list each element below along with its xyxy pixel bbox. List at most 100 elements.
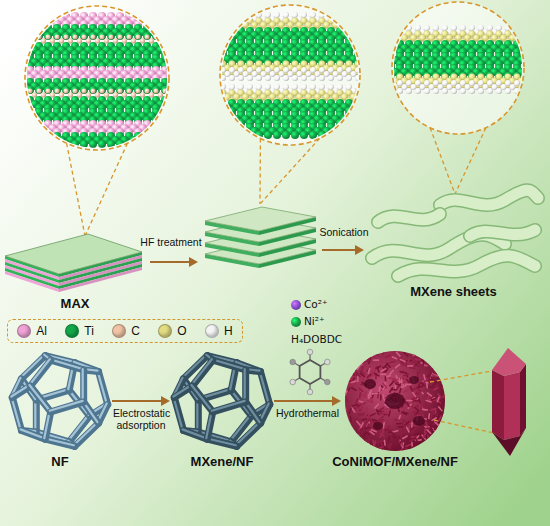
atom (193, 98, 200, 105)
zoom-circle (25, 6, 169, 150)
atom (283, 12, 289, 18)
atom (5, 93, 10, 98)
atom (175, 112, 183, 120)
atom (17, 86, 25, 94)
atom (98, 140, 106, 148)
atom (188, 132, 196, 140)
atom (265, 67, 271, 73)
atom (184, 112, 192, 120)
atom (387, 60, 395, 68)
atom (363, 47, 371, 55)
atom (224, 115, 232, 123)
atom (369, 52, 377, 60)
atom (373, 61, 380, 68)
atom (373, 69, 380, 76)
atom (89, 32, 97, 40)
atom (176, 39, 181, 44)
atom (523, 33, 529, 39)
atom (541, 33, 547, 39)
atom (31, 136, 39, 144)
atom (23, 39, 28, 44)
atom (531, 52, 539, 60)
atom (8, 128, 16, 136)
atom (361, 39, 368, 46)
atom (181, 89, 186, 94)
atom (8, 62, 16, 70)
atom (17, 120, 25, 128)
atom (540, 40, 548, 48)
atom (163, 89, 168, 94)
atom (161, 132, 169, 140)
atom (35, 128, 43, 136)
atom (8, 86, 16, 94)
atom (536, 56, 544, 64)
atom (315, 71, 321, 77)
atom (107, 86, 115, 94)
atom (496, 88, 502, 94)
atom (134, 86, 142, 94)
atom (26, 32, 34, 40)
atom (337, 84, 343, 90)
atom (17, 78, 25, 86)
atom (8, 50, 16, 58)
atom (175, 28, 183, 36)
atom (233, 22, 240, 29)
atom (0, 74, 7, 82)
atom (365, 56, 373, 64)
atom (197, 31, 205, 39)
atom (13, 100, 21, 108)
atom (359, 31, 367, 39)
atom (233, 127, 241, 135)
atom (8, 24, 16, 32)
atom (202, 84, 208, 90)
atom (532, 25, 538, 31)
atom (188, 54, 196, 62)
atom (220, 18, 227, 25)
atom (210, 35, 218, 43)
atom (350, 127, 358, 135)
atom (188, 12, 196, 20)
atom (179, 104, 187, 112)
atom (55, 35, 60, 40)
atom (166, 100, 174, 108)
atom (510, 84, 516, 90)
atom (50, 93, 55, 98)
atom (0, 128, 7, 136)
atom (377, 43, 385, 51)
atom (14, 93, 19, 98)
atom (210, 51, 218, 59)
atom (143, 86, 151, 94)
atom (346, 67, 352, 73)
atom (442, 25, 448, 31)
atom (175, 82, 183, 90)
atom (274, 75, 280, 81)
atom (438, 84, 444, 90)
atom (359, 55, 367, 63)
atom (201, 47, 209, 55)
atom (363, 39, 371, 47)
atom (175, 16, 183, 24)
atom (201, 39, 209, 47)
atom (354, 123, 362, 131)
atom (368, 115, 376, 123)
atom (8, 20, 16, 28)
atom (219, 27, 227, 35)
atom (373, 84, 379, 90)
atom (170, 42, 178, 50)
atom (172, 35, 177, 40)
atom (415, 25, 421, 31)
atom (282, 131, 290, 139)
atom (382, 90, 389, 97)
atom (531, 64, 539, 72)
atom (170, 66, 178, 74)
atom (368, 22, 375, 29)
atom (531, 40, 539, 48)
atom (364, 75, 370, 81)
atom (469, 80, 475, 86)
atom (383, 35, 390, 42)
atom (378, 40, 386, 48)
atom (13, 46, 21, 54)
atom (496, 80, 502, 86)
atom (541, 25, 547, 31)
atom (172, 89, 177, 94)
